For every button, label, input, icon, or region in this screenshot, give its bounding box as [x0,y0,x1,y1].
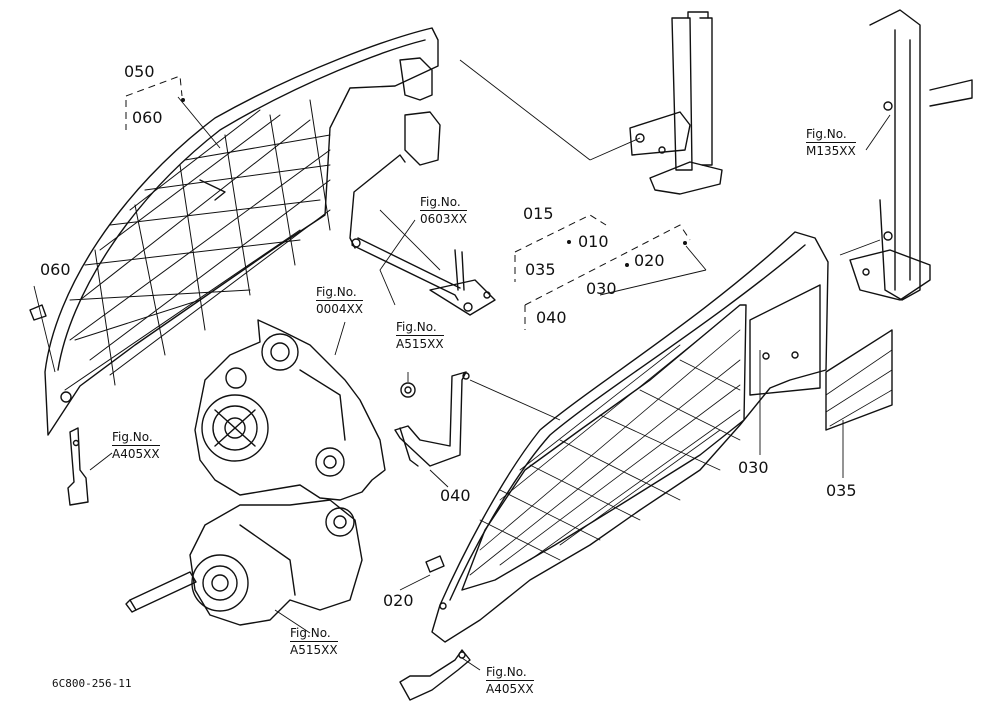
part-label-050: 050 [124,62,155,81]
dot-markers [181,98,687,267]
part-label-035-group: 035 [525,260,556,279]
center-bracket-040 [394,371,470,467]
fig-ref-A405-right: Fig.No.A405XX [486,665,534,696]
part-label-040: 040 [440,486,471,505]
engine-assembly [125,319,386,626]
center-support-rod [351,237,496,316]
right-sticker-035 [825,329,893,431]
part-label-030: 030 [738,458,769,477]
part-label-060-left: 060 [40,260,71,279]
drawing-code: 6C800-256-11 [52,677,132,690]
part-label-020: 020 [383,591,414,610]
part-label-030-group: 030 [586,279,617,298]
fig-ref-A515-lower: Fig.No.A515XX [290,626,338,657]
upper-frame-posts [629,9,973,301]
fig-ref-A405-left: Fig.No.A405XX [112,430,160,461]
right-lower-bracket [399,649,471,701]
leader-lines [33,59,891,671]
right-grille-panel [431,231,829,643]
nut-020 [425,555,445,573]
fig-ref-0603: Fig.No.0603XX [420,195,467,226]
part-label-015: 015 [523,204,554,223]
part-label-035: 035 [826,481,857,500]
fig-ref-A515-upper: Fig.No.A515XX [396,320,444,351]
dashed-brackets [125,75,691,330]
left-grille-panel [44,27,441,436]
part-label-040-group: 040 [536,308,567,327]
nut-060 [29,304,47,321]
left-lower-bracket [67,427,89,506]
part-label-010: 010 [578,232,609,251]
part-label-020-group: 020 [634,251,665,270]
fig-ref-0004: Fig.No.0004XX [316,285,363,316]
fig-ref-M135: Fig.No.M135XX [806,127,856,158]
part-label-060-top: 060 [132,108,163,127]
